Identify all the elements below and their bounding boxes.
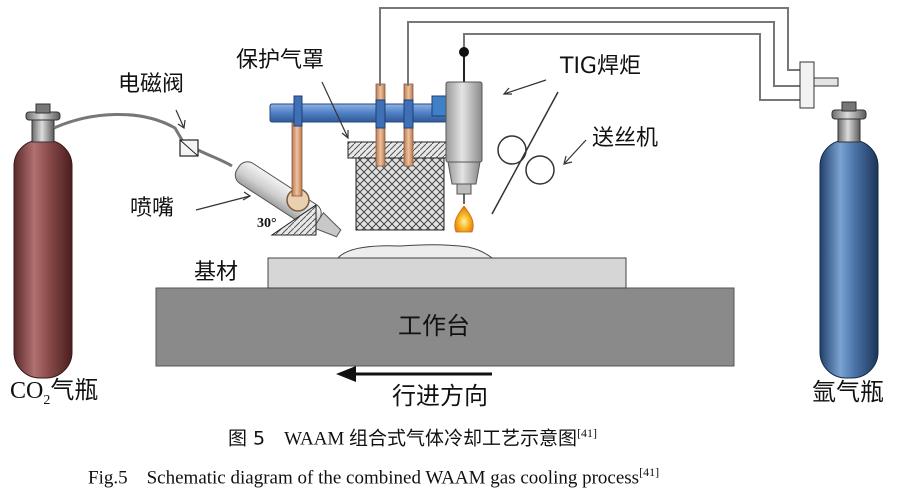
travel-direction-arrow [336, 366, 492, 382]
worktable [155, 287, 735, 367]
angle-marker [270, 204, 317, 236]
nozzle-label: 喷嘴 [130, 196, 175, 221]
shield-hood-label: 保护气罩 [236, 48, 325, 73]
tig-torch [445, 47, 483, 204]
co2-suffix: 气瓶 [50, 376, 99, 404]
angle-label: 30° [257, 216, 277, 231]
bar-clamp-left [293, 95, 303, 127]
bar-clamp-right [403, 99, 414, 129]
argon-bottle-label: 氩气瓶 [812, 378, 884, 406]
solenoid-valve [179, 139, 199, 157]
substrate-label: 基材 [194, 260, 239, 285]
worktable-label: 工作台 [398, 312, 470, 340]
caption-cn: 图 5 WAAM 组合式气体冷却工艺示意图[41] [228, 427, 597, 448]
bar-clamp-mid [375, 99, 386, 129]
caption-cn-ref: [41] [577, 426, 598, 440]
caption-en-text: Schematic diagram of the combined WAAM g… [146, 467, 640, 489]
wire-feeder-label: 送丝机 [592, 126, 659, 151]
arc-flame [454, 205, 474, 233]
deposited-bead [336, 244, 494, 259]
argon-gas-line [379, 7, 800, 101]
co2-formula: CO [10, 378, 44, 404]
co2-subscript: 2 [43, 392, 51, 408]
label-arrows [175, 79, 587, 211]
tig-torch-label: TIG焊炬 [560, 54, 641, 79]
argon-bottle [819, 101, 879, 379]
caption-cn-text: WAAM 组合式气体冷却工艺示意图 [284, 428, 578, 450]
co2-hose [53, 113, 233, 168]
shield-hood [347, 141, 449, 231]
solenoid-valve-label: 电磁阀 [118, 72, 185, 97]
substrate [267, 244, 627, 289]
caption-cn-number: 图 5 [228, 427, 266, 450]
argon-regulator [799, 61, 839, 109]
co2-bottle-label: CO2气瓶 [10, 378, 98, 408]
travel-direction-label: 行进方向 [392, 382, 488, 410]
caption-en-ref: [41] [639, 465, 660, 479]
caption-en-number: Fig.5 [88, 467, 128, 489]
wire-feeder [491, 91, 559, 215]
caption-en: Fig.5 Schematic diagram of the combined … [88, 466, 659, 487]
co2-bottle [13, 103, 73, 379]
